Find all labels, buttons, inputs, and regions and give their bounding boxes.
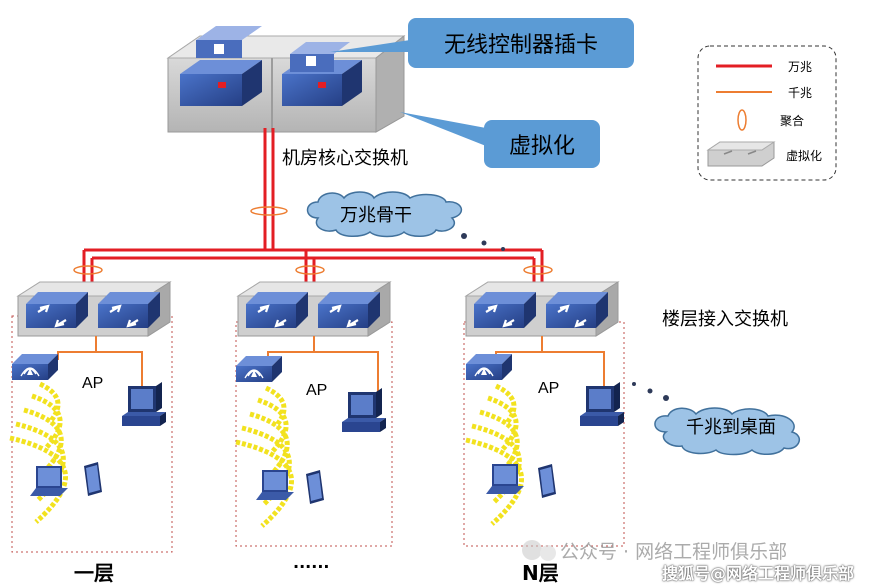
legend-ten-gig-label: 万兆 <box>788 60 813 74</box>
ap-icon <box>11 353 59 381</box>
floor-unit <box>10 280 173 553</box>
backbone-label: 万兆骨干 <box>340 205 412 226</box>
switch-icon <box>464 280 620 338</box>
legend-aggregation-label: 聚合 <box>780 114 805 128</box>
ten-gig-links <box>82 128 544 284</box>
switch-icon <box>16 280 172 338</box>
callout-wireless-card: 无线控制器插卡 <box>408 18 634 68</box>
tablet-icon <box>306 470 324 504</box>
core-switch-label: 机房核心交换机 <box>282 148 408 169</box>
watermark-text: 公众号 · 网络工程师俱乐部 <box>560 541 788 563</box>
ap-icon <box>235 355 283 383</box>
floor-unit <box>235 280 393 547</box>
desktop-label: 千兆到桌面 <box>686 417 776 438</box>
watermark-text: 搜狐号@网络工程师俱乐部 <box>662 564 855 583</box>
legend-aggregation-swatch <box>737 109 747 131</box>
legend-gig-label: 千兆 <box>788 86 813 100</box>
desktop-pc-icon <box>122 382 166 426</box>
cloud-icon <box>306 191 463 238</box>
tablet-icon <box>84 462 102 496</box>
controller-card-icon <box>180 26 262 106</box>
core-switch <box>166 26 406 133</box>
legend <box>697 45 837 181</box>
desktop-pc-icon <box>580 382 624 426</box>
ap-label: AP <box>306 382 328 399</box>
legend-virtualization-label: 虚拟化 <box>786 149 823 163</box>
legend-virtualization-icon <box>706 141 776 167</box>
wifi-waves-icon <box>10 384 66 522</box>
callout-pointer <box>330 40 410 52</box>
access-switch-label: 楼层接入交换机 <box>662 309 788 330</box>
cloud-dots <box>461 233 669 401</box>
floor-label: N层 <box>522 561 559 585</box>
ap-label: AP <box>538 380 560 397</box>
floor-unit <box>463 280 625 547</box>
wifi-waves-icon <box>466 386 522 524</box>
controller-card-icon <box>282 42 362 106</box>
aggregation-marks <box>73 206 553 275</box>
cloud-icon <box>654 407 801 456</box>
watermark-logo-icon <box>522 540 556 561</box>
floor-label: 一层 <box>74 561 114 585</box>
ap-label: AP <box>82 375 104 392</box>
floor-label: ...... <box>293 553 330 572</box>
switch-icon <box>236 280 392 338</box>
wifi-waves-icon <box>236 388 292 526</box>
tablet-icon <box>538 464 556 498</box>
ap-icon <box>465 353 513 381</box>
desktop-pc-icon <box>342 388 386 432</box>
callout-virtualization: 虚拟化 <box>484 120 600 168</box>
callout-pointer <box>400 112 486 146</box>
